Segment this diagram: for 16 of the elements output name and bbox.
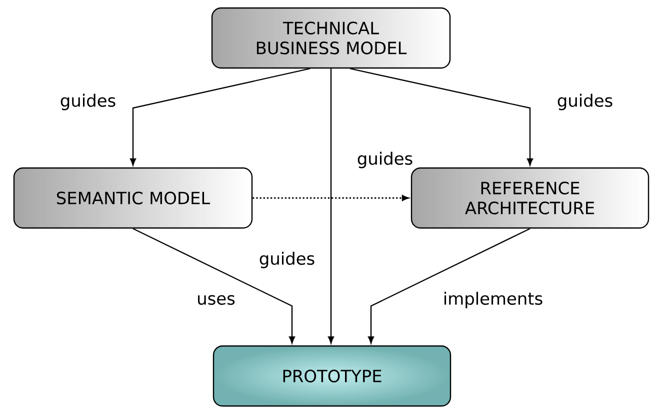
arrow bbox=[130, 68, 310, 166]
arrow bbox=[252, 195, 409, 201]
process-box: SEMANTIC MODEL bbox=[13, 167, 253, 229]
edge-label: implements bbox=[442, 290, 544, 310]
edge-label: guides bbox=[58, 92, 118, 112]
process-box: TECHNICAL BUSINESS MODEL bbox=[211, 7, 451, 69]
edge-label: guides bbox=[556, 92, 614, 112]
edge-label: uses bbox=[196, 294, 236, 306]
arrow bbox=[132, 228, 296, 344]
arrow bbox=[328, 68, 334, 344]
edge-label: guides bbox=[258, 250, 316, 270]
arrow bbox=[350, 68, 534, 166]
edge-label: guides bbox=[356, 150, 414, 170]
arrow bbox=[368, 228, 530, 344]
process-box: PROTOTYPE bbox=[212, 345, 452, 407]
process-box: REFERENCE ARCHITECTURE bbox=[410, 167, 650, 229]
